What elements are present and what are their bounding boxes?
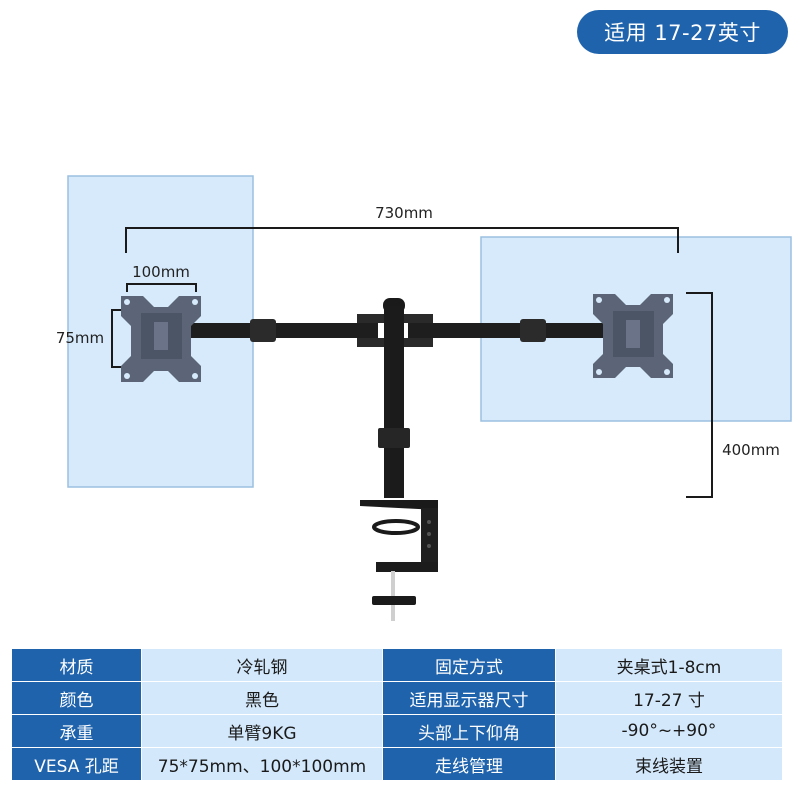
- size-badge: 适用 17-27英寸: [577, 10, 788, 54]
- spec-table: 材质 冷轧钢 固定方式 夹桌式1-8cm 颜色 黑色 适用显示器尺寸 17-27…: [11, 648, 783, 781]
- right-vesa-plate: [593, 294, 673, 378]
- spec-value-monitor-size: 17-27 寸: [555, 681, 783, 715]
- table-row: 承重 单臂9KG 头部上下仰角 -90°~+90°: [11, 714, 783, 748]
- vesa-width-dimension-line: [126, 283, 197, 292]
- table-row: 材质 冷轧钢 固定方式 夹桌式1-8cm: [11, 648, 783, 682]
- width-dimension-line: [125, 227, 679, 253]
- width-dimension-label: 730mm: [375, 204, 433, 222]
- vesa-width-dimension-label: 100mm: [132, 263, 190, 281]
- pole-and-clamp: [360, 298, 438, 621]
- spec-key-monitor-size: 适用显示器尺寸: [382, 681, 556, 715]
- left-vesa-plate: [121, 296, 201, 382]
- spec-value-color: 黑色: [141, 681, 383, 715]
- spec-value-tilt: -90°~+90°: [555, 714, 783, 748]
- spec-value-cable-management: 束线装置: [555, 747, 783, 781]
- spec-key-material: 材质: [11, 648, 142, 682]
- spec-value-load: 单臂9KG: [141, 714, 383, 748]
- spec-key-color: 颜色: [11, 681, 142, 715]
- height-dimension-label: 400mm: [722, 441, 780, 459]
- table-row: VESA 孔距 75*75mm、100*100mm 走线管理 束线装置: [11, 747, 783, 781]
- spec-value-material: 冷轧钢: [141, 648, 383, 682]
- vesa-height-dimension-label: 75mm: [56, 329, 104, 347]
- height-dimension-line: [686, 292, 713, 498]
- table-row: 颜色 黑色 适用显示器尺寸 17-27 寸: [11, 681, 783, 715]
- spec-value-mounting: 夹桌式1-8cm: [555, 648, 783, 682]
- monitor-arm-figure: 730mm 100mm 75mm 400mm: [56, 175, 792, 621]
- spec-key-mounting: 固定方式: [382, 648, 556, 682]
- spec-key-tilt: 头部上下仰角: [382, 714, 556, 748]
- vesa-height-dimension-line: [111, 309, 121, 368]
- spec-key-load: 承重: [11, 714, 142, 748]
- spec-value-vesa: 75*75mm、100*100mm: [141, 747, 383, 781]
- spec-key-vesa: VESA 孔距: [11, 747, 142, 781]
- spec-key-cable-management: 走线管理: [382, 747, 556, 781]
